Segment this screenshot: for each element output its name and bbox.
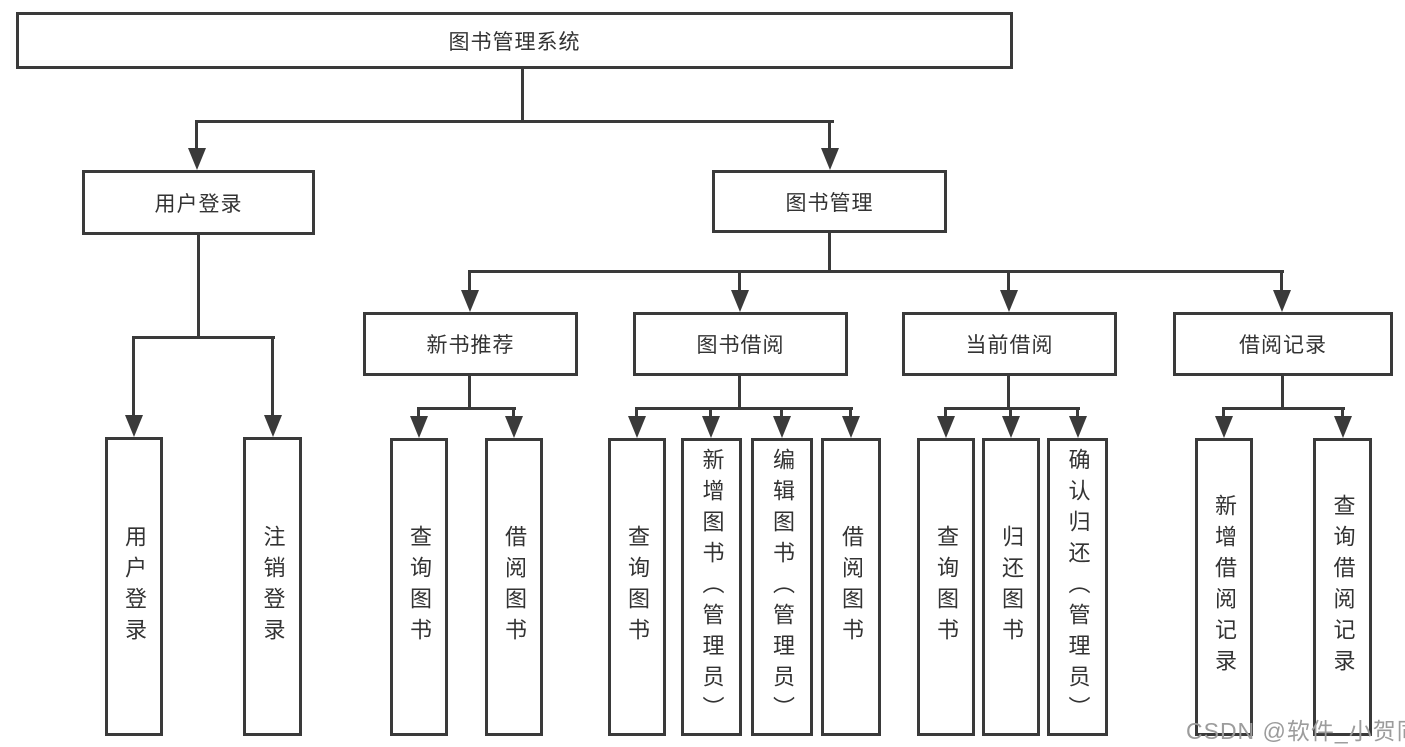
node-leaf-query-borrow-record: 查询借阅记录 [1313, 438, 1372, 736]
connector-stem [468, 376, 471, 410]
connector-drop [512, 407, 515, 418]
arrowhead-down [505, 416, 523, 438]
node-leaf-user-login-label: 用户登录 [122, 524, 147, 649]
node-leaf-return-book: 归还图书 [982, 438, 1040, 736]
arrowhead-down [188, 148, 206, 170]
node-leaf-query-books-recommend: 查询图书 [390, 438, 448, 736]
arrowhead-down [125, 415, 143, 437]
watermark: CSDN @软件_小贺同学 [1186, 718, 1405, 744]
connector-drop [1341, 407, 1344, 418]
node-leaf-borrow-books-recommend-label: 借阅图书 [502, 525, 527, 649]
node-borrow-records-label: 借阅记录 [1239, 334, 1327, 357]
node-leaf-query-books-borrow: 查询图书 [608, 438, 666, 736]
arrowhead-down [628, 416, 646, 438]
connector-stem [1007, 376, 1010, 410]
connector-drop [132, 336, 135, 417]
connector-drop [195, 120, 198, 150]
connector-stem [1281, 376, 1284, 410]
arrowhead-down [1215, 416, 1233, 438]
connector-bus [417, 407, 516, 410]
node-leaf-query-books-current-label: 查询图书 [934, 525, 959, 649]
arrowhead-down [842, 416, 860, 438]
node-user-login: 用户登录 [82, 170, 315, 235]
connector-drop [849, 407, 852, 418]
arrowhead-down [1334, 416, 1352, 438]
arrowhead-down [937, 416, 955, 438]
connector-stem [828, 233, 831, 273]
node-leaf-user-login: 用户登录 [105, 437, 163, 736]
node-book-management-label: 图书管理 [785, 191, 874, 215]
node-root-label: 图书管理系统 [448, 30, 581, 54]
connector-stem [521, 69, 524, 123]
node-leaf-query-books-borrow-label: 查询图书 [625, 525, 650, 649]
node-leaf-logout: 注销登录 [243, 437, 302, 736]
node-leaf-add-book-admin-label: 新增图书（管理员） [699, 447, 725, 727]
node-leaf-edit-book-admin: 编辑图书（管理员） [751, 438, 813, 736]
arrowhead-down [461, 290, 479, 312]
connector-drop [417, 407, 420, 418]
connector-drop [1280, 270, 1283, 292]
node-leaf-borrow-books-recommend: 借阅图书 [485, 438, 543, 736]
arrowhead-down [1000, 290, 1018, 312]
connector-stem [197, 235, 200, 339]
connector-drop [1007, 270, 1010, 292]
connector-drop [1222, 407, 1225, 418]
arrowhead-down [773, 416, 791, 438]
connector-drop [635, 407, 638, 418]
node-leaf-confirm-return-admin: 确认归还（管理员） [1047, 438, 1108, 736]
connector-drop [1009, 407, 1012, 418]
connector-bus [468, 270, 1284, 273]
node-book-borrow-label: 图书借阅 [696, 334, 785, 357]
connector-stem [738, 376, 741, 410]
arrowhead-down [821, 148, 839, 170]
node-leaf-edit-book-admin-label: 编辑图书（管理员） [770, 447, 795, 727]
node-leaf-add-borrow-record: 新增借阅记录 [1195, 438, 1253, 736]
node-leaf-query-books-current: 查询图书 [917, 438, 975, 736]
connector-drop [738, 270, 741, 292]
arrowhead-down [410, 416, 428, 438]
node-user-login-label: 用户登录 [154, 192, 243, 216]
node-book-management: 图书管理 [712, 170, 947, 233]
node-leaf-return-book-label: 归还图书 [999, 525, 1024, 649]
node-leaf-borrow-books: 借阅图书 [821, 438, 881, 736]
node-leaf-query-books-recommend-label: 查询图书 [407, 525, 432, 649]
connector-bus [132, 336, 275, 339]
arrowhead-down [731, 290, 749, 312]
node-new-book-recommend: 新书推荐 [363, 312, 578, 376]
connector-drop [780, 407, 783, 418]
node-leaf-add-book-admin: 新增图书（管理员） [681, 438, 742, 736]
node-book-borrow: 图书借阅 [633, 312, 848, 376]
connector-bus [1222, 407, 1345, 410]
arrowhead-down [1273, 290, 1291, 312]
node-root: 图书管理系统 [16, 12, 1013, 69]
connector-bus [944, 407, 1080, 410]
connector-bus [635, 407, 853, 410]
node-new-book-recommend-label: 新书推荐 [426, 334, 515, 357]
connector-bus [195, 120, 834, 123]
node-leaf-logout-label: 注销登录 [260, 524, 286, 649]
node-borrow-records: 借阅记录 [1173, 312, 1393, 376]
arrowhead-down [702, 416, 720, 438]
connector-drop [468, 270, 471, 292]
node-leaf-borrow-books-label: 借阅图书 [839, 525, 864, 649]
node-leaf-add-borrow-record-label: 新增借阅记录 [1212, 494, 1237, 680]
connector-drop [1076, 407, 1079, 418]
node-leaf-query-borrow-record-label: 查询借阅记录 [1330, 494, 1356, 680]
node-current-borrow: 当前借阅 [902, 312, 1117, 376]
connector-drop [709, 407, 712, 418]
arrowhead-down [1002, 416, 1020, 438]
arrowhead-down [264, 415, 282, 437]
connector-drop [944, 407, 947, 418]
connector-drop [828, 120, 831, 150]
arrowhead-down [1069, 416, 1087, 438]
node-leaf-confirm-return-admin-label: 确认归还（管理员） [1065, 447, 1091, 727]
node-current-borrow-label: 当前借阅 [965, 334, 1054, 357]
connector-drop [271, 336, 274, 417]
